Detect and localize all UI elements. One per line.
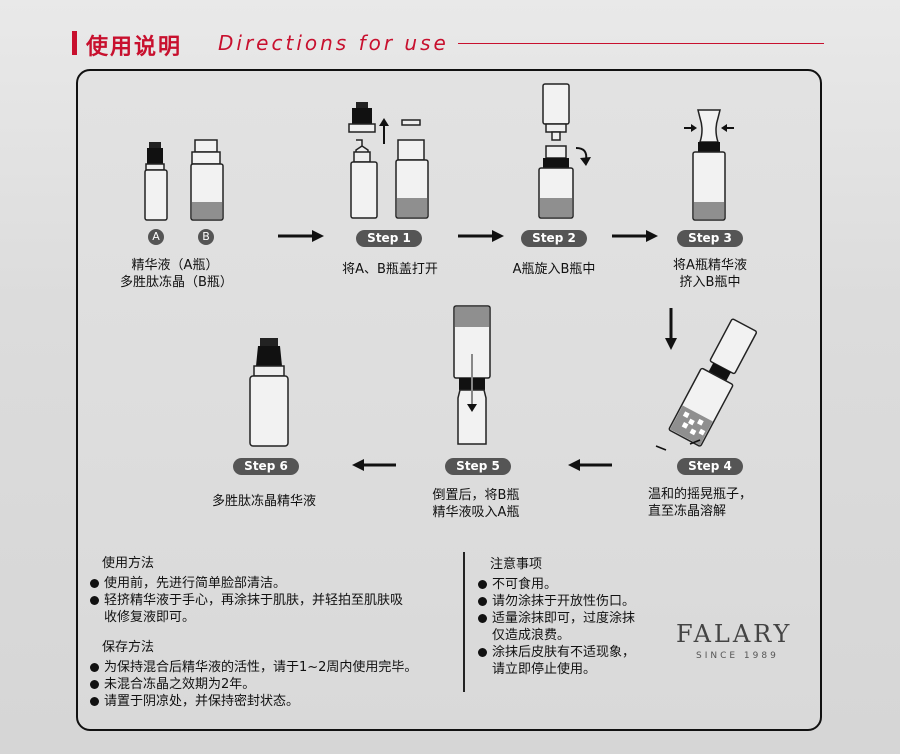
list-item: 适量涂抹即可，过度涂抹 <box>478 610 668 627</box>
step-3-illustration <box>684 109 734 221</box>
bottle-b-badge: B <box>198 229 214 245</box>
list-item: 请勿涂抹于开放性伤口。 <box>478 593 668 610</box>
list-item: 涂抹后皮肤有不适现象， <box>478 644 668 661</box>
step-1-caption: 将A、B瓶盖打开 <box>342 262 438 277</box>
arrow-right-icon <box>458 230 504 242</box>
step-4-caption: 温和的摇晃瓶子， 直至冻晶溶解 <box>648 487 753 519</box>
step-4-illustration <box>655 318 758 451</box>
storage-title: 保存方法 <box>102 640 155 655</box>
step-4-badge: Step 4 <box>677 458 743 475</box>
usage-section: 使用方法 使用前，先进行简单脸部清洁。 轻挤精华液于手心，再涂抹于肌肤，并轻拍至… <box>90 555 458 626</box>
step-1-illustration <box>348 102 429 219</box>
list-item-continuation: 请立即停止使用。 <box>492 662 597 677</box>
list-item: 请置于阴凉处，并保持密封状态。 <box>90 693 462 710</box>
notes-section: 注意事项 不可食用。 请勿涂抹于开放性伤口。 适量涂抹即可，过度涂抹 仅造成浪费… <box>478 556 668 678</box>
brand-since: SINCE 1989 <box>696 651 779 661</box>
arrow-right-icon <box>612 230 658 242</box>
header-accent-bar <box>72 31 77 55</box>
arrow-left-icon <box>568 459 612 471</box>
list-item: 轻挤精华液于手心，再涂抹于肌肤，并轻拍至肌肤吸 <box>90 592 458 609</box>
list-item: 未混合冻晶之效期为2年。 <box>90 676 462 693</box>
step-5-caption: 倒置后，将B瓶 精华液吸入A瓶 <box>432 488 520 520</box>
step-5-badge: Step 5 <box>445 458 511 475</box>
step-3-caption: 将A瓶精华液 挤入B瓶中 <box>673 258 747 290</box>
list-item: 不可食用。 <box>478 576 668 593</box>
step-2-illustration <box>538 83 591 219</box>
arrow-left-icon <box>352 459 396 471</box>
page-subtitle: Directions for use <box>218 31 449 55</box>
usage-title: 使用方法 <box>102 556 155 571</box>
header-rule <box>458 43 824 44</box>
notes-title: 注意事项 <box>490 557 543 572</box>
step-6-illustration <box>249 338 289 447</box>
bottle-a-badge: A <box>148 229 164 245</box>
brand-logo: FALARY <box>676 620 793 648</box>
list-item: 使用前，先进行简单脸部清洁。 <box>90 575 458 592</box>
intro-caption: 精华液（A瓶） 多胜肽冻晶（B瓶） <box>120 258 233 290</box>
storage-section: 保存方法 为保持混合后精华液的活性，请于1~2周内使用完毕。 未混合冻晶之效期为… <box>90 639 462 710</box>
page-title: 使用说明 <box>86 35 183 60</box>
arrow-down-icon <box>665 308 677 350</box>
arrow-right-icon <box>278 230 324 242</box>
step-5-illustration <box>453 305 491 445</box>
step-6-badge: Step 6 <box>233 458 299 475</box>
section-divider <box>463 552 465 692</box>
bottle-a-icon <box>144 142 168 221</box>
step-6-caption: 多胜肽冻晶精华液 <box>211 494 316 509</box>
list-item: 为保持混合后精华液的活性，请于1~2周内使用完毕。 <box>90 659 462 676</box>
list-item-continuation: 仅造成浪费。 <box>492 628 571 643</box>
bottle-a-b-illustration <box>144 139 224 221</box>
step-2-badge: Step 2 <box>521 230 587 247</box>
step-3-badge: Step 3 <box>677 230 743 247</box>
bottle-b-icon <box>190 139 224 221</box>
step-1-badge: Step 1 <box>356 230 422 247</box>
list-item-continuation: 收修复液即可。 <box>104 610 196 625</box>
step-2-caption: A瓶旋入B瓶中 <box>512 262 596 277</box>
